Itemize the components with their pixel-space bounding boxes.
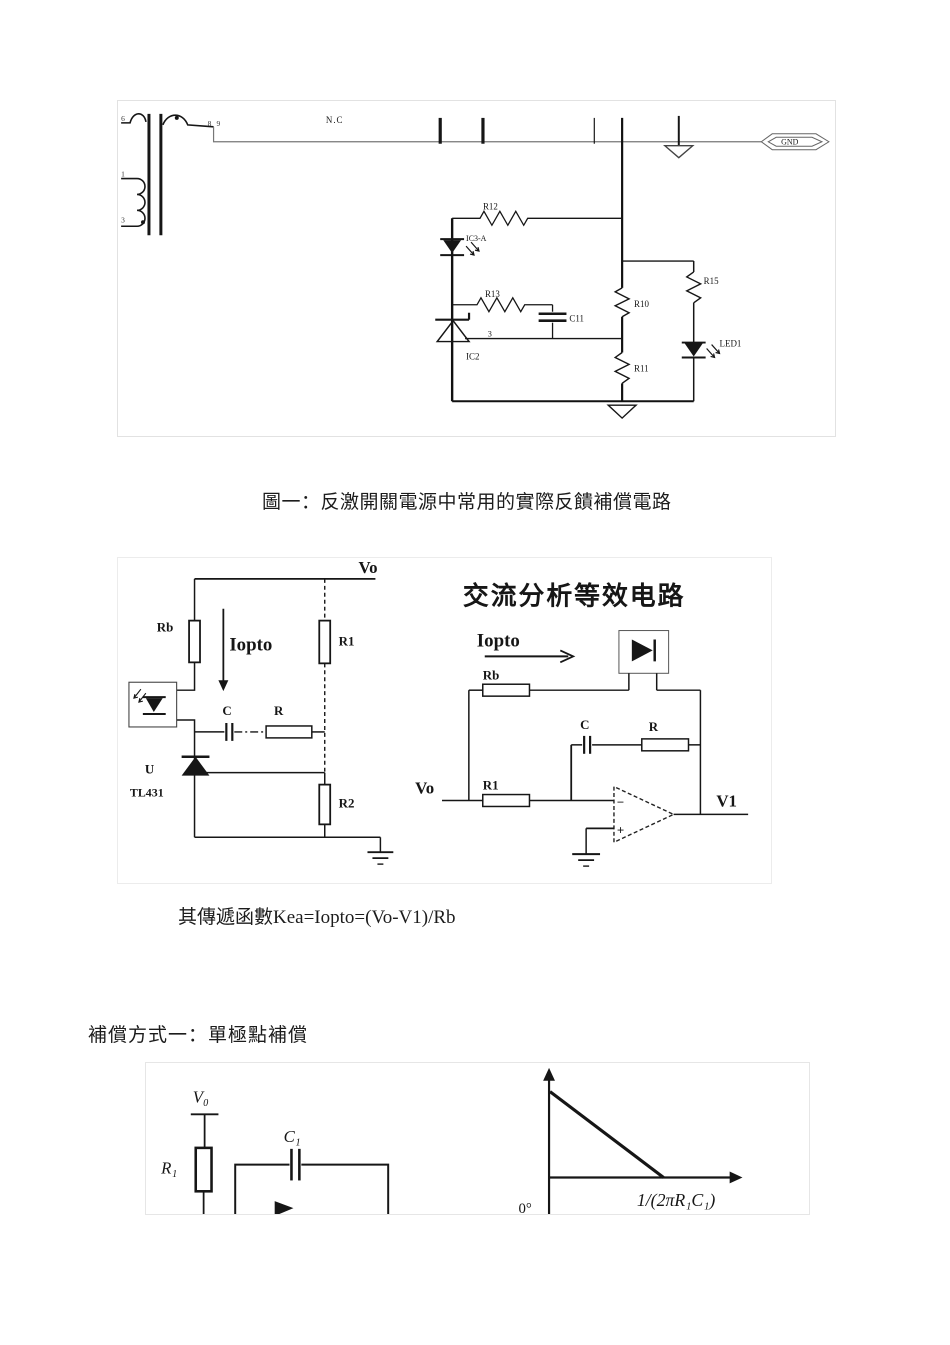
y-axis-arrow xyxy=(543,1067,555,1081)
rb-resistor-right xyxy=(482,683,531,697)
ic2-tl431-icon xyxy=(435,312,471,343)
ground-symbol-left xyxy=(367,837,394,865)
opamp-minus-label: − xyxy=(617,794,624,809)
figure2-right-circuit: 交流分析等效电路 Iopto Rb xyxy=(415,581,749,867)
gain-slope-line xyxy=(549,1090,665,1179)
led1-icon xyxy=(681,341,721,359)
r1-resistor xyxy=(194,1146,213,1193)
vo-label-left: Vo xyxy=(359,558,378,577)
origin-label: 0° xyxy=(518,1201,531,1214)
ground-symbol-right xyxy=(572,827,614,867)
optocoupler-box-icon xyxy=(128,681,178,728)
c11-label: C11 xyxy=(569,314,584,324)
figure3-bode-plot: 0° 1/(2πR₁C₁) xyxy=(518,1067,743,1214)
net-stubs xyxy=(438,117,595,144)
r1-resistor xyxy=(318,619,332,665)
loop-wire-left xyxy=(234,1163,290,1214)
r-label-right: R xyxy=(649,719,659,734)
pin-6-label: 6 xyxy=(121,114,125,123)
opamp-plus-label: + xyxy=(617,822,624,837)
iopto-arrow-right xyxy=(484,649,576,664)
r10-resistor xyxy=(613,287,631,318)
figure1-caption: 圖一：反激開關電源中常用的實際反饋補償電路 xyxy=(262,492,672,513)
led1-label: LED1 xyxy=(720,339,742,349)
c-label-left: C xyxy=(222,703,231,718)
cr-compensation-network xyxy=(194,722,325,741)
r1-label: R₁ xyxy=(160,1159,177,1178)
figure3-schematic-image: V₀ R₁ C₁ 0° 1/(2πR₁ xyxy=(145,1062,810,1215)
r1-label-right: R1 xyxy=(483,778,499,793)
clipped-diode-tip xyxy=(274,1201,294,1214)
r13-label: R13 xyxy=(485,289,500,299)
figure2-title: 交流分析等效电路 xyxy=(463,581,686,611)
r1-resistor-right xyxy=(482,793,531,808)
r13-resistor xyxy=(452,296,553,314)
pole-frequency-label: 1/(2πR₁C₁) xyxy=(637,1190,716,1210)
pin-1-label: 1 xyxy=(121,170,125,179)
u-label: U xyxy=(145,762,154,777)
gnd-net-label: GND xyxy=(781,138,798,147)
c11-capacitor-icon xyxy=(538,304,567,339)
r11-resistor xyxy=(613,351,631,384)
figure1-schematic-image: 6 1 3 8 9 N.C xyxy=(117,100,836,437)
r11-label: R11 xyxy=(634,363,649,373)
r10-label: R10 xyxy=(634,299,649,309)
loop-wire-right xyxy=(301,1163,390,1214)
iopto-arrow-down xyxy=(218,608,229,692)
vo-label: V₀ xyxy=(193,1087,209,1106)
figure1-svg: 6 1 3 8 9 N.C xyxy=(121,113,830,420)
ic2-label: IC2 xyxy=(466,351,479,361)
pin-8-label: 8 xyxy=(208,119,212,128)
ground-symbol-bottom xyxy=(606,404,638,420)
figure3-svg: V₀ R₁ C₁ 0° 1/(2πR₁ xyxy=(160,1067,743,1214)
iopto-label-left: Iopto xyxy=(229,634,272,655)
c1-label: C₁ xyxy=(284,1127,301,1146)
ground-symbol-top xyxy=(662,115,695,159)
ic2-pin3-label: 3 xyxy=(488,330,492,339)
section-heading: 補償方式一：單極點補償 xyxy=(88,1025,309,1046)
x-axis-arrow xyxy=(729,1171,743,1184)
r2-label: R2 xyxy=(339,795,355,810)
r15-label: R15 xyxy=(704,276,719,286)
opto-diode-box-icon xyxy=(618,630,670,691)
tl431-label: TL431 xyxy=(130,786,164,800)
ic3a-optocoupler-icon xyxy=(440,238,480,257)
vo-label-right: Vo xyxy=(415,779,434,798)
r12-resistor xyxy=(452,210,623,227)
tl431-icon xyxy=(181,755,210,776)
nc-net-label: N.C xyxy=(326,115,344,125)
figure2-schematic-image: Vo Rb Iopto xyxy=(117,557,772,884)
r-label-left: R xyxy=(274,703,284,718)
r2-resistor xyxy=(318,783,332,826)
r15-resistor xyxy=(685,271,703,304)
transformer-symbol xyxy=(121,113,214,236)
r12-label: R12 xyxy=(483,201,498,211)
pin-3-label: 3 xyxy=(121,215,125,224)
figure2-svg: Vo Rb Iopto xyxy=(128,558,749,867)
rb-label-right: Rb xyxy=(483,667,500,682)
figure2-left-circuit: Vo Rb Iopto xyxy=(128,558,394,865)
cr-feedback-network xyxy=(570,735,701,801)
rb-label: Rb xyxy=(157,620,174,635)
gnd-net-flag xyxy=(760,133,830,151)
iopto-label-right: Iopto xyxy=(477,630,520,651)
v1-label: V1 xyxy=(716,791,737,810)
nc-net-wire xyxy=(212,126,762,143)
pin-9-label: 9 xyxy=(217,119,221,128)
r1-label: R1 xyxy=(339,633,355,648)
cathode-rail xyxy=(176,662,196,838)
ic3a-label: IC3-A xyxy=(466,234,487,243)
transfer-function-text: 其傳遞函數Kea=Iopto=(Vo-V1)/Rb xyxy=(178,907,456,928)
opamp-icon xyxy=(613,785,676,844)
figure3-circuit: V₀ R₁ C₁ xyxy=(160,1087,390,1214)
rb-resistor xyxy=(188,619,201,664)
c-label-right: C xyxy=(580,717,589,732)
